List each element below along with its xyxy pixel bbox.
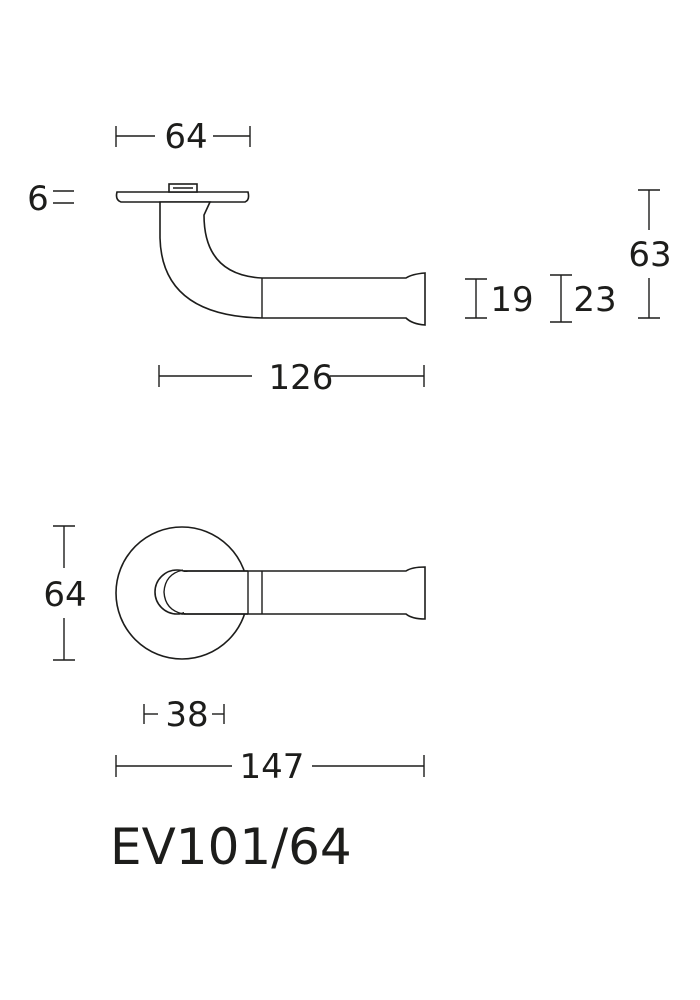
dim-grip-height-min-label: 19: [490, 280, 533, 320]
dim-total-height-label: 63: [628, 235, 671, 275]
top-neck-cover: [184, 572, 246, 613]
dim-rose-diameter: 64: [43, 525, 87, 661]
dim-neck-width: 38: [143, 695, 225, 735]
dim-neck-width-label: 38: [165, 695, 208, 735]
dim-side-rose-width: 64: [115, 117, 251, 157]
dim-overall-length: 147: [115, 747, 425, 787]
side-lever-body: [159, 201, 426, 326]
dim-grip-height-max-label: 23: [573, 280, 616, 320]
side-rose-plate: [115, 191, 250, 203]
top-view: [115, 526, 426, 660]
dim-rose-diameter-label: 64: [43, 575, 86, 615]
model-code-title: EV101/64: [110, 818, 352, 876]
dim-grip-height-max: 23: [550, 274, 617, 323]
dim-side-rose-width-label: 64: [164, 117, 207, 157]
dim-rose-thickness-label: 6: [27, 179, 49, 219]
dim-projection-length: 126: [158, 358, 425, 398]
dim-overall-length-label: 147: [240, 747, 305, 787]
dim-rose-thickness: 6: [27, 179, 74, 219]
top-neck-inner: [163, 569, 184, 615]
dim-projection-length-label: 126: [269, 358, 334, 398]
dim-total-height: 63: [628, 189, 672, 319]
side-view: [115, 183, 426, 326]
dim-grip-height-min: 19: [465, 278, 534, 320]
